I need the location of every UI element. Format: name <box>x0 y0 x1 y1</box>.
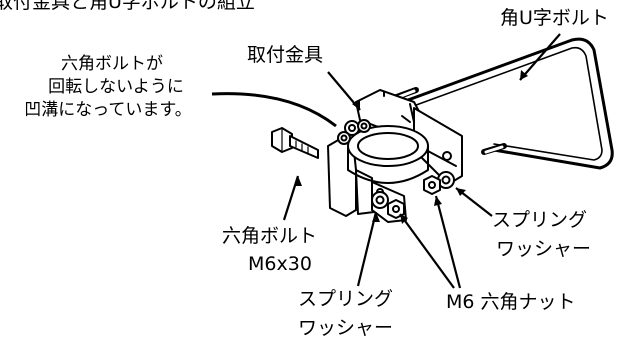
bottom-washer-nut <box>371 191 405 219</box>
label-u-bolt: 角U字ボルト <box>500 7 609 29</box>
label-spring-washer-right-2: ワッシャー <box>496 238 592 260</box>
label-hex-nut: M6 六角ナット <box>446 291 576 313</box>
right-washer-nut <box>423 171 455 195</box>
label-hex-bolt-size: M6x30 <box>248 253 312 275</box>
note-line-1: 六角ボルトが <box>61 54 163 74</box>
hex-bolt <box>271 127 319 159</box>
label-spring-washer-bottom-2: ワッシャー <box>298 317 394 339</box>
top-washers <box>337 119 371 145</box>
label-bracket: 取付金具 <box>247 44 324 66</box>
label-spring-washer-right: スプリング <box>492 209 588 231</box>
bracket <box>327 89 463 223</box>
label-spring-washer-bottom: スプリング <box>298 288 394 310</box>
label-hex-bolt: 六角ボルト <box>222 225 318 247</box>
note-groove: 六角ボルトが 回転しないように 凹溝になっています。 <box>0 53 224 122</box>
note-line-2: 回転しないように <box>48 77 184 97</box>
leader-lines <box>211 33 561 289</box>
diagram-title: 取付金具と角U字ボルトの組立 <box>0 0 255 13</box>
arrow-heads <box>294 70 528 224</box>
note-line-3: 凹溝になっています。 <box>24 100 192 120</box>
